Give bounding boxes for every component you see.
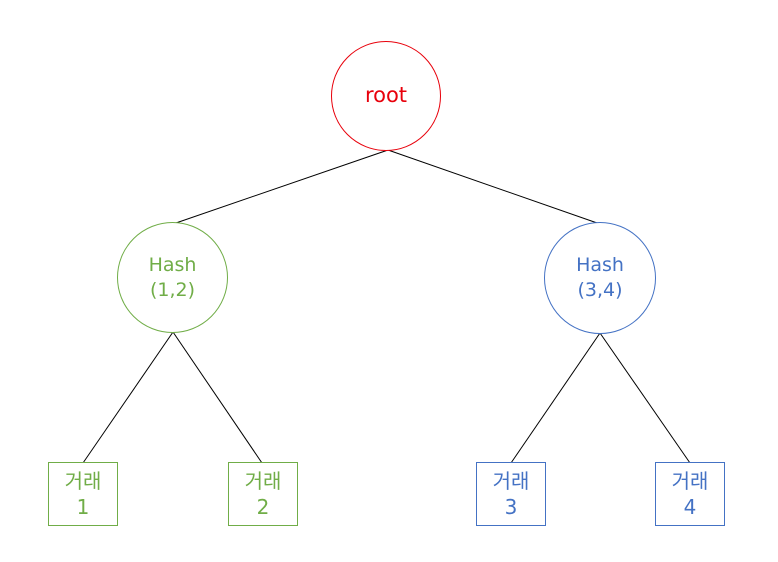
transaction-3-number: 3: [504, 495, 518, 519]
transaction-3-leaf: 거래 3: [476, 462, 546, 526]
transaction-2-leaf: 거래 2: [228, 462, 298, 526]
edge-hash12-leaf2: [172, 331, 263, 464]
root-label: root: [364, 83, 408, 108]
transaction-1-number: 1: [76, 495, 90, 519]
transaction-1-label: 거래: [64, 469, 102, 493]
transaction-4-number: 4: [683, 495, 697, 519]
transaction-3-label: 거래: [492, 469, 530, 493]
edge-root-hash12: [172, 149, 389, 225]
hash-1-2-label-line2: (1,2): [149, 278, 196, 301]
transaction-2-label: 거래: [244, 469, 282, 493]
transaction-4-label: 거래: [671, 469, 709, 493]
edge-hash34-leaf4: [599, 332, 691, 464]
edge-root-hash34: [387, 149, 601, 225]
transaction-2-number: 2: [256, 495, 270, 519]
hash-3-4-label-line1: Hash: [576, 254, 624, 277]
root-node: root: [331, 41, 441, 151]
hash-3-4-label-line2: (3,4): [577, 279, 623, 301]
transaction-1-leaf: 거래 1: [48, 462, 118, 526]
hash-1-2-label-line1: Hash: [148, 253, 197, 276]
transaction-4-leaf: 거래 4: [655, 462, 725, 526]
edge-hash12-leaf1: [82, 331, 174, 464]
hash-3-4-node: Hash (3,4): [544, 222, 656, 334]
edge-hash34-leaf3: [510, 332, 601, 464]
hash-1-2-node: Hash (1,2): [117, 222, 228, 333]
